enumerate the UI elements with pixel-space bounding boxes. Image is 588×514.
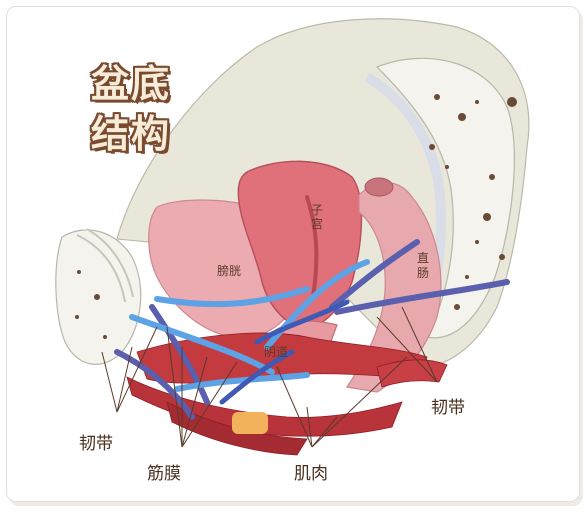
leader-lines (101, 306, 438, 448)
fascia-band (154, 286, 310, 308)
bone-dot (429, 144, 435, 150)
ligament-band (149, 304, 210, 405)
fascia-band (254, 299, 350, 345)
bone-dot (445, 165, 449, 169)
rectum-label: 直肠 (417, 251, 430, 280)
ligaments (114, 239, 510, 420)
rectum-opening (364, 177, 394, 197)
uterus-label: 子宫 (311, 203, 324, 231)
vagina-label: 阴道 (264, 345, 289, 359)
bone-dot (475, 240, 479, 244)
ligament-band (114, 349, 195, 420)
uterus-cavity (305, 195, 319, 299)
fascia-leader (166, 326, 238, 448)
title-line-1: 盆底 (91, 62, 172, 106)
bone-dot (454, 304, 460, 310)
fascia-bands (129, 259, 370, 392)
bone-dot (103, 335, 107, 339)
bone-dot (489, 174, 495, 180)
ligament-left-label: 韧带 (79, 434, 113, 454)
fascia-band (219, 349, 295, 405)
bone-dot (475, 100, 479, 104)
pubic-bone-ridge (76, 234, 126, 303)
perineal-body (232, 412, 268, 434)
ligament-band (334, 279, 510, 315)
bone-dot (77, 270, 81, 274)
bone-dot (75, 315, 79, 319)
muscle-label: 肌肉 (294, 464, 328, 484)
ligament-right-label: 韧带 (431, 398, 465, 418)
bone-dot (458, 113, 466, 121)
bone-texture-dots (75, 94, 517, 339)
bone-dot (507, 97, 517, 107)
ligament-left-leader (101, 326, 158, 413)
bone-dot (94, 294, 100, 300)
ligament-band (329, 239, 420, 310)
bone-dot (499, 254, 505, 260)
pelvic-floor-illustration (55, 18, 530, 456)
diagram-card: 盆底 结构 膀胱 子宫 直肠 阴道 韧带 筋膜 肌肉 韧带 (6, 6, 580, 502)
sacrum-bone (375, 57, 515, 339)
ligament-right-leader (376, 306, 438, 383)
bone-dot (483, 213, 491, 221)
muscle-band (376, 359, 448, 388)
title-line-2: 结构 (91, 112, 172, 156)
fascia-band (264, 259, 370, 350)
fascia-label: 筋膜 (147, 464, 181, 484)
bone-dot (465, 275, 469, 279)
pubic-bone-ridge (86, 228, 134, 298)
deep-fascia (219, 299, 350, 405)
bladder-label: 膀胱 (217, 264, 242, 278)
fascia-band (129, 314, 275, 375)
bone-dot (434, 94, 440, 100)
muscle-leader (276, 356, 408, 448)
